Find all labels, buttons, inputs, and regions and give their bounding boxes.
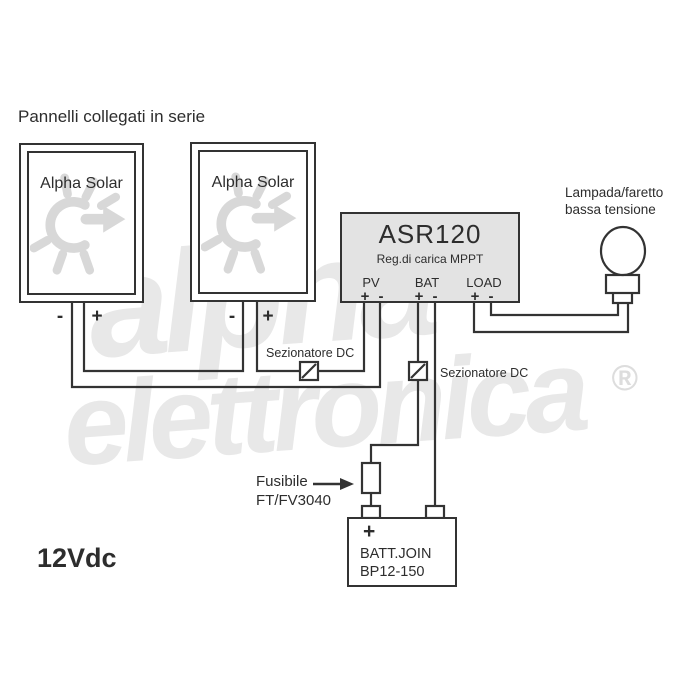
sun-arrow-logo xyxy=(30,173,126,275)
fuse-label-line2: FT/FV3040 xyxy=(256,492,332,509)
fuse-arrow-head xyxy=(340,478,354,490)
sun-arrow-logo xyxy=(201,172,297,274)
panel-2-plus-sign: + xyxy=(262,306,274,327)
dc-switch-2-label: Sezionatore DC xyxy=(440,366,529,380)
sun-rays xyxy=(201,172,292,274)
bat-plus-sign: + xyxy=(414,288,424,305)
panel-1-label: Alpha Solar xyxy=(40,175,123,192)
solar-panel-2: Alpha Solar xyxy=(190,142,316,302)
bat-minus-sign: - xyxy=(432,288,438,305)
wire-load-neg-to-lamp xyxy=(489,302,620,317)
panel-2-label: Alpha Solar xyxy=(211,174,295,191)
terminal-pv-label: PV xyxy=(362,275,380,290)
arrow-head xyxy=(103,205,126,233)
charge-controller-box: ASR120 Reg.di carica MPPT PV BAT LOAD + … xyxy=(340,212,520,305)
solar-panel-1: Alpha Solar xyxy=(19,143,144,303)
panel-1-minus-sign: - xyxy=(56,306,64,327)
lamp-icon xyxy=(599,225,647,305)
wire-panel1-pos-to-panel2-neg xyxy=(82,302,245,373)
fuse-label: Fusibile FT/FV3040 xyxy=(256,472,331,510)
wire-bat-pos-to-fuse xyxy=(369,302,420,464)
page-title: Pannelli collegati in serie xyxy=(18,107,206,126)
sun-rays xyxy=(30,173,121,275)
dc-switch-1-blade xyxy=(301,363,317,379)
controller-model: ASR120 xyxy=(378,219,482,249)
fuse-body xyxy=(360,461,382,495)
solar-panel-2-frame: Alpha Solar xyxy=(198,150,308,294)
panel-1-plus-sign: + xyxy=(91,306,103,327)
registered-trademark-icon: ® xyxy=(611,357,638,398)
battery-box: + BATT.JOIN BP12-150 xyxy=(347,517,457,587)
lamp-bulb xyxy=(599,225,647,277)
lamp-label-line2: bassa tensione xyxy=(565,202,656,217)
sun-crescent xyxy=(216,196,261,252)
pv-plus-sign: + xyxy=(360,288,370,305)
terminal-bat-label: BAT xyxy=(414,275,440,290)
battery-plus-sign: + xyxy=(363,520,376,543)
dc-switch-1 xyxy=(298,360,320,382)
load-minus-sign: - xyxy=(488,288,494,305)
wire-load-pos-to-lamp xyxy=(472,302,630,334)
dc-switch-2 xyxy=(407,360,429,382)
lamp-label-line1: Lampada/faretto xyxy=(565,185,664,200)
arrow-head xyxy=(274,204,297,232)
system-voltage-label: 12Vdc xyxy=(37,543,117,573)
dc-switch-2-blade xyxy=(410,363,426,379)
wire-panel1-neg-to-pv-neg xyxy=(70,302,382,389)
load-plus-sign: + xyxy=(470,288,480,305)
controller-subtitle: Reg.di carica MPPT xyxy=(376,252,484,266)
battery-name: BATT.JOIN xyxy=(360,546,432,562)
terminal-load-label: LOAD xyxy=(466,275,502,290)
lamp-socket xyxy=(604,273,641,295)
panel-2-minus-sign: - xyxy=(228,306,236,327)
pv-minus-sign: - xyxy=(378,288,384,305)
dc-switch-1-label: Sezionatore DC xyxy=(266,346,355,360)
battery-model: BP12-150 xyxy=(360,564,425,580)
lamp-label: Lampada/faretto bassa tensione xyxy=(565,184,663,218)
fuse-label-line1: Fusibile xyxy=(256,473,308,490)
solar-panel-1-frame: Alpha Solar xyxy=(27,151,136,295)
sun-crescent xyxy=(45,197,90,253)
